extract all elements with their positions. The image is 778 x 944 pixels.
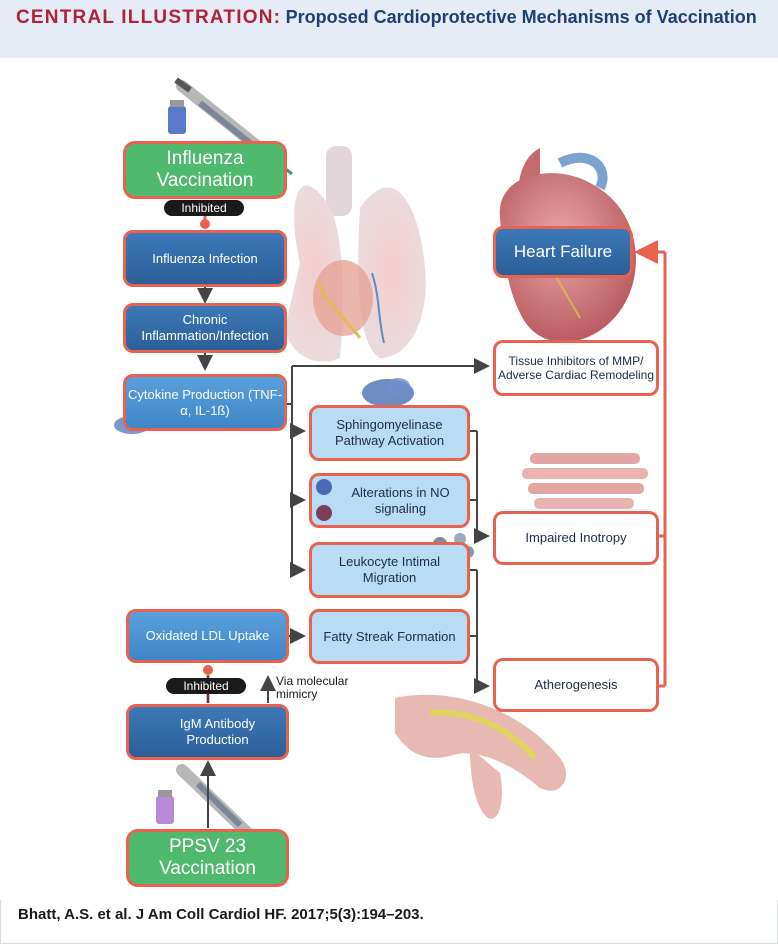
cytokine-production-box: Cytokine Production (TNF-α, IL-1ß)	[123, 374, 287, 431]
fatty-streak-box: Fatty Streak Formation	[309, 609, 470, 664]
no-sphere-icon-bottom	[316, 505, 332, 521]
atherogenesis-box: Atherogenesis	[493, 658, 659, 712]
sphingomyelinase-box: Sphingomyelinase Pathway Activation	[309, 405, 470, 461]
vial-icon-bottom	[156, 790, 174, 824]
inhibited-badge-top: Inhibited	[164, 200, 244, 216]
impaired-inotropy-box: Impaired Inotropy	[493, 511, 659, 565]
chronic-inflammation-box: Chronic Inflammation/Infection	[123, 303, 287, 353]
vial-icon-top	[168, 100, 186, 134]
no-sphere-icon-top	[316, 479, 332, 495]
oxidated-ldl-box: Oxidated LDL Uptake	[126, 609, 289, 663]
tissue-inhibitors-label: Tissue Inhibitors of MMP/ Adverse Cardia…	[497, 354, 655, 382]
mechanism-diagram: Influenza Vaccination Inhibited Influenz…	[0, 58, 778, 900]
impaired-inotropy-label: Impaired Inotropy	[525, 530, 627, 545]
no-signaling-box: Alterations in NO signaling	[309, 473, 470, 528]
influenza-vaccination-label: Influenza Vaccination	[156, 148, 254, 191]
heart-failure-box: Heart Failure	[493, 226, 633, 278]
artery-illustration	[395, 694, 567, 819]
ppsv-vaccination-label: PPSV 23 Vaccination	[159, 836, 256, 879]
sphingomyelinase-label: Sphingomyelinase Pathway Activation	[334, 417, 445, 448]
ppsv-vaccination-box: PPSV 23 Vaccination	[126, 829, 289, 887]
tissue-inhibitors-box: Tissue Inhibitors of MMP/ Adverse Cardia…	[493, 340, 659, 396]
inhibited-badge-bottom: Inhibited	[166, 678, 246, 694]
leukocyte-migration-box: Leukocyte Intimal Migration	[309, 542, 470, 598]
fatty-streak-label: Fatty Streak Formation	[323, 628, 456, 644]
chronic-inflammation-label: Chronic Inflammation/Infection	[141, 312, 269, 343]
leukocyte-migration-label: Leukocyte Intimal Migration	[338, 554, 441, 585]
citation: Bhatt, A.S. et al. J Am Coll Cardiol HF.…	[18, 906, 424, 923]
influenza-infection-box: Influenza Infection	[123, 230, 287, 287]
oxidated-ldl-label: Oxidated LDL Uptake	[145, 628, 270, 643]
muscle-fibers-illustration	[522, 453, 648, 509]
header-label: CENTRAL ILLUSTRATION:	[16, 7, 282, 28]
heart-failure-label: Heart Failure	[513, 242, 613, 261]
lungs-illustration	[285, 146, 426, 362]
via-molecular-mimicry-label: Via molecular mimicry	[276, 674, 349, 701]
no-signaling-label: Alterations in NO signaling	[351, 484, 450, 516]
atherogenesis-label: Atherogenesis	[534, 677, 618, 692]
header-title: Proposed Cardioprotective Mechanisms of …	[285, 7, 757, 27]
cytokine-production-label: Cytokine Production (TNF-α, IL-1ß)	[128, 386, 282, 418]
protein-icon	[362, 378, 414, 407]
influenza-vaccination-box: Influenza Vaccination	[123, 141, 287, 199]
igm-production-label: IgM Antibody Production	[179, 716, 256, 747]
influenza-infection-label: Influenza Infection	[152, 250, 258, 266]
figure-header: CENTRAL ILLUSTRATION: Proposed Cardiopro…	[0, 0, 778, 58]
igm-production-box: IgM Antibody Production	[126, 704, 289, 760]
